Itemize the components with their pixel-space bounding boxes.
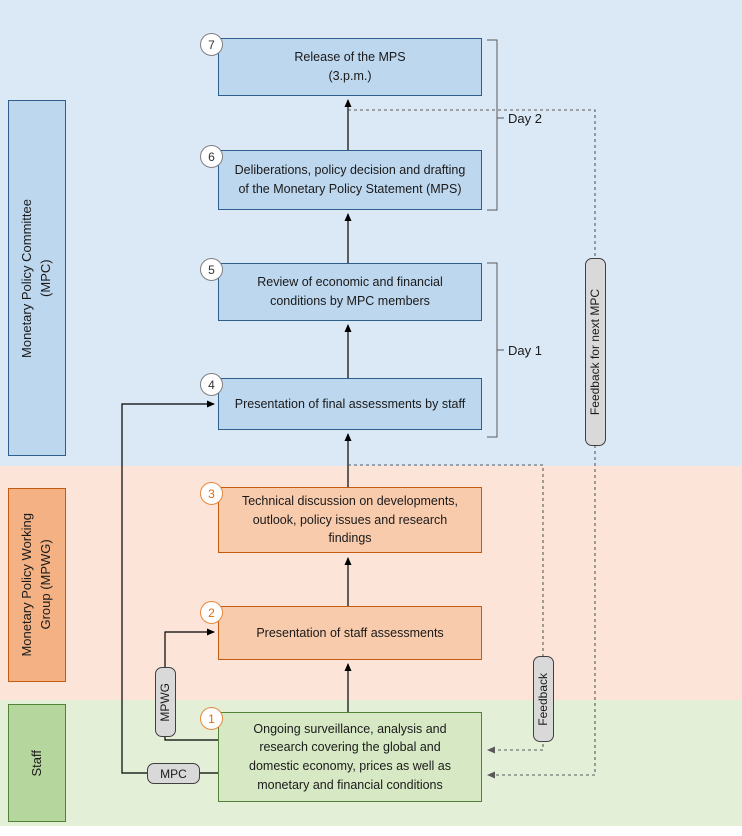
mpc-tag-label: MPC [160,766,187,781]
mpwg-tag-label: MPWG [157,682,172,722]
step-number-2: 2 [200,601,223,624]
band-label-staff-text: Staff [28,749,44,777]
feedback-next-mpc-tag-label: Feedback for next MPC [587,288,602,416]
step-box-5: Review of economic and financial conditi… [218,263,482,321]
band-label-staff: Staff [8,704,66,822]
step-number-6: 6 [200,145,223,168]
band-label-mpwg: Monetary Policy Working Group (MPWG) [8,488,66,682]
feedback-tag: Feedback [533,656,554,742]
band-label-mpc-text: Monetary Policy Committee (MPC) [19,198,53,358]
step-box-3: Technical discussion on developments, ou… [218,487,482,553]
step-box-2: Presentation of staff assessments [218,606,482,660]
step-number-4: 4 [200,373,223,396]
band-label-mpc: Monetary Policy Committee (MPC) [8,100,66,456]
step-number-5: 5 [200,258,223,281]
step-box-4: Presentation of final assessments by sta… [218,378,482,430]
mpc-tag: MPC [147,763,200,784]
step-number-3: 3 [200,482,223,505]
mpwg-tag: MPWG [155,667,176,737]
step-number-7: 7 [200,33,223,56]
step-box-7: Release of the MPS (3.p.m.) [218,38,482,96]
step-number-1: 1 [200,707,223,730]
feedback-tag-label: Feedback [535,672,550,726]
step-box-1: Ongoing surveillance, analysis and resea… [218,712,482,802]
day2-label: Day 2 [508,111,542,126]
band-label-mpwg-text: Monetary Policy Working Group (MPWG) [19,513,53,657]
day1-label: Day 1 [508,343,542,358]
step-box-6: Deliberations, policy decision and draft… [218,150,482,210]
feedback-next-mpc-tag: Feedback for next MPC [585,258,606,446]
